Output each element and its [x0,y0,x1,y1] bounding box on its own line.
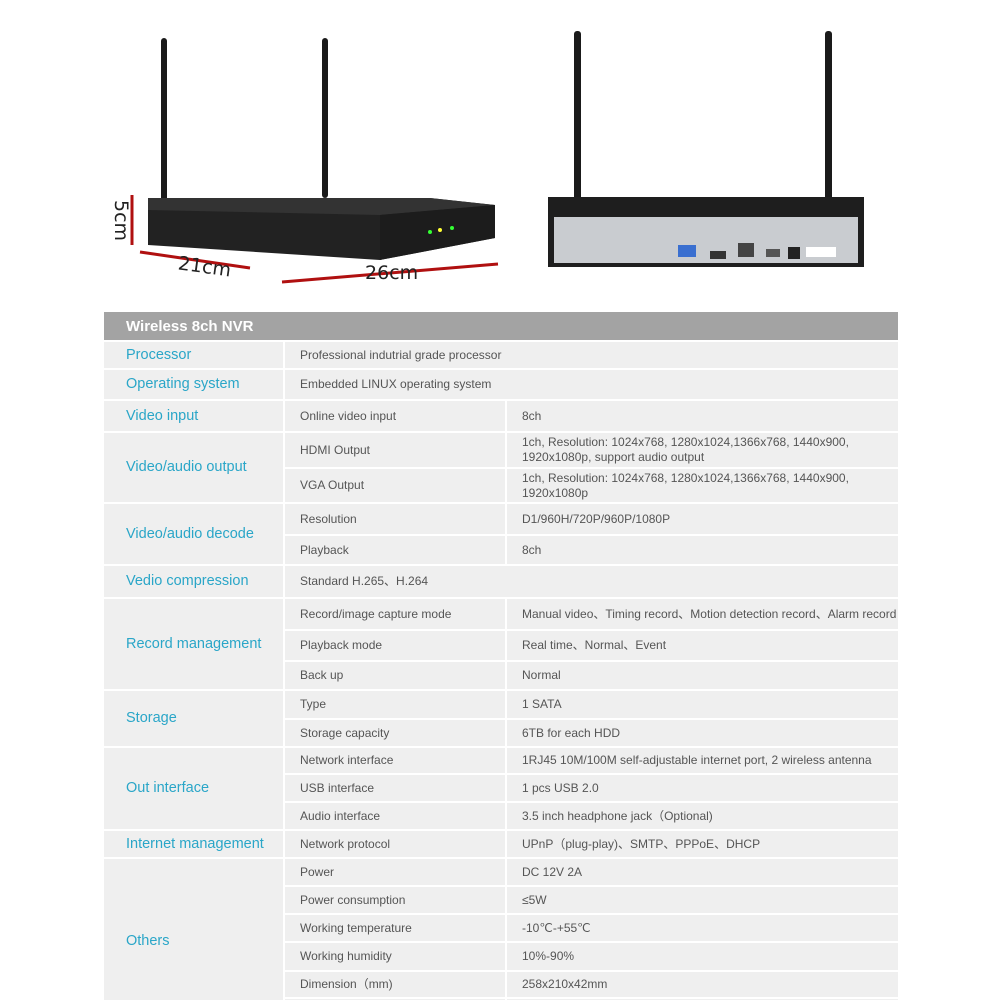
spec-table-title: Wireless 8ch NVR [104,312,898,340]
spec-value: 10%-90% [507,943,898,970]
spec-category: Video input [104,401,283,431]
spec-value: 1ch, Resolution: 1024x768, 1280x1024,136… [507,469,898,502]
spec-category: Storage [104,691,283,746]
spec-category: Record management [104,599,283,689]
spec-label: Playback [285,536,505,564]
spec-value: 8ch [507,536,898,564]
spec-label: Storage capacity [285,720,505,746]
spec-value: D1/960H/720P/960P/1080P [507,504,898,534]
spec-value: Normal [507,662,898,689]
spec-label: Record/image capture mode [285,599,505,629]
spec-label: VGA Output [285,469,505,502]
width-dimension-label: 26cm [365,262,419,284]
spec-category: Video/audio decode [104,504,283,564]
spec-category: Operating system [104,370,283,399]
spec-label: Online video input [285,401,505,431]
spec-value: 1RJ45 10M/100M self-adjustable internet … [507,748,898,773]
spec-label: Playback mode [285,631,505,660]
spec-value: Embedded LINUX operating system [285,370,898,399]
spec-value: DC 12V 2A [507,859,898,885]
height-dimension-label: 5cm [110,200,132,242]
spec-label: Back up [285,662,505,689]
spec-label: USB interface [285,775,505,801]
spec-label: Resolution [285,504,505,534]
spec-value: 3.5 inch headphone jack（Optional) [507,803,898,829]
nvr-back-image [548,31,864,267]
spec-label: Type [285,691,505,718]
spec-label: Network interface [285,748,505,773]
spec-category: Vedio compression [104,566,283,597]
spec-label: Power [285,859,505,885]
spec-label: HDMI Output [285,433,505,467]
nvr-front-image [130,38,499,284]
spec-label: Audio interface [285,803,505,829]
spec-category: Video/audio output [104,433,283,502]
spec-label: Power consumption [285,887,505,913]
spec-value: -10℃-+55℃ [507,915,898,941]
spec-category: Processor [104,342,283,368]
spec-label: Working temperature [285,915,505,941]
spec-value: Manual video、Timing record、Motion detect… [507,599,898,629]
spec-value: ≤5W [507,887,898,913]
spec-category: Out interface [104,748,283,829]
spec-value: Professional indutrial grade processor [285,342,898,368]
spec-value: 1 pcs USB 2.0 [507,775,898,801]
spec-label: Dimension（mm) [285,972,505,997]
spec-value: Standard H.265、H.264 [285,566,898,597]
spec-value: 258x210x42mm [507,972,898,997]
spec-label: Network protocol [285,831,505,857]
spec-value: 1ch, Resolution: 1024x768, 1280x1024,136… [507,433,898,467]
spec-category: Internet management [104,831,283,857]
spec-value: 1 SATA [507,691,898,718]
spec-category: Others [104,859,283,1000]
spec-label: Working humidity [285,943,505,970]
spec-value: 6TB for each HDD [507,720,898,746]
spec-value: 8ch [507,401,898,431]
spec-value: Real time、Normal、Event [507,631,898,660]
spec-value: UPnP（plug-play)、SMTP、PPPoE、DHCP [507,831,898,857]
